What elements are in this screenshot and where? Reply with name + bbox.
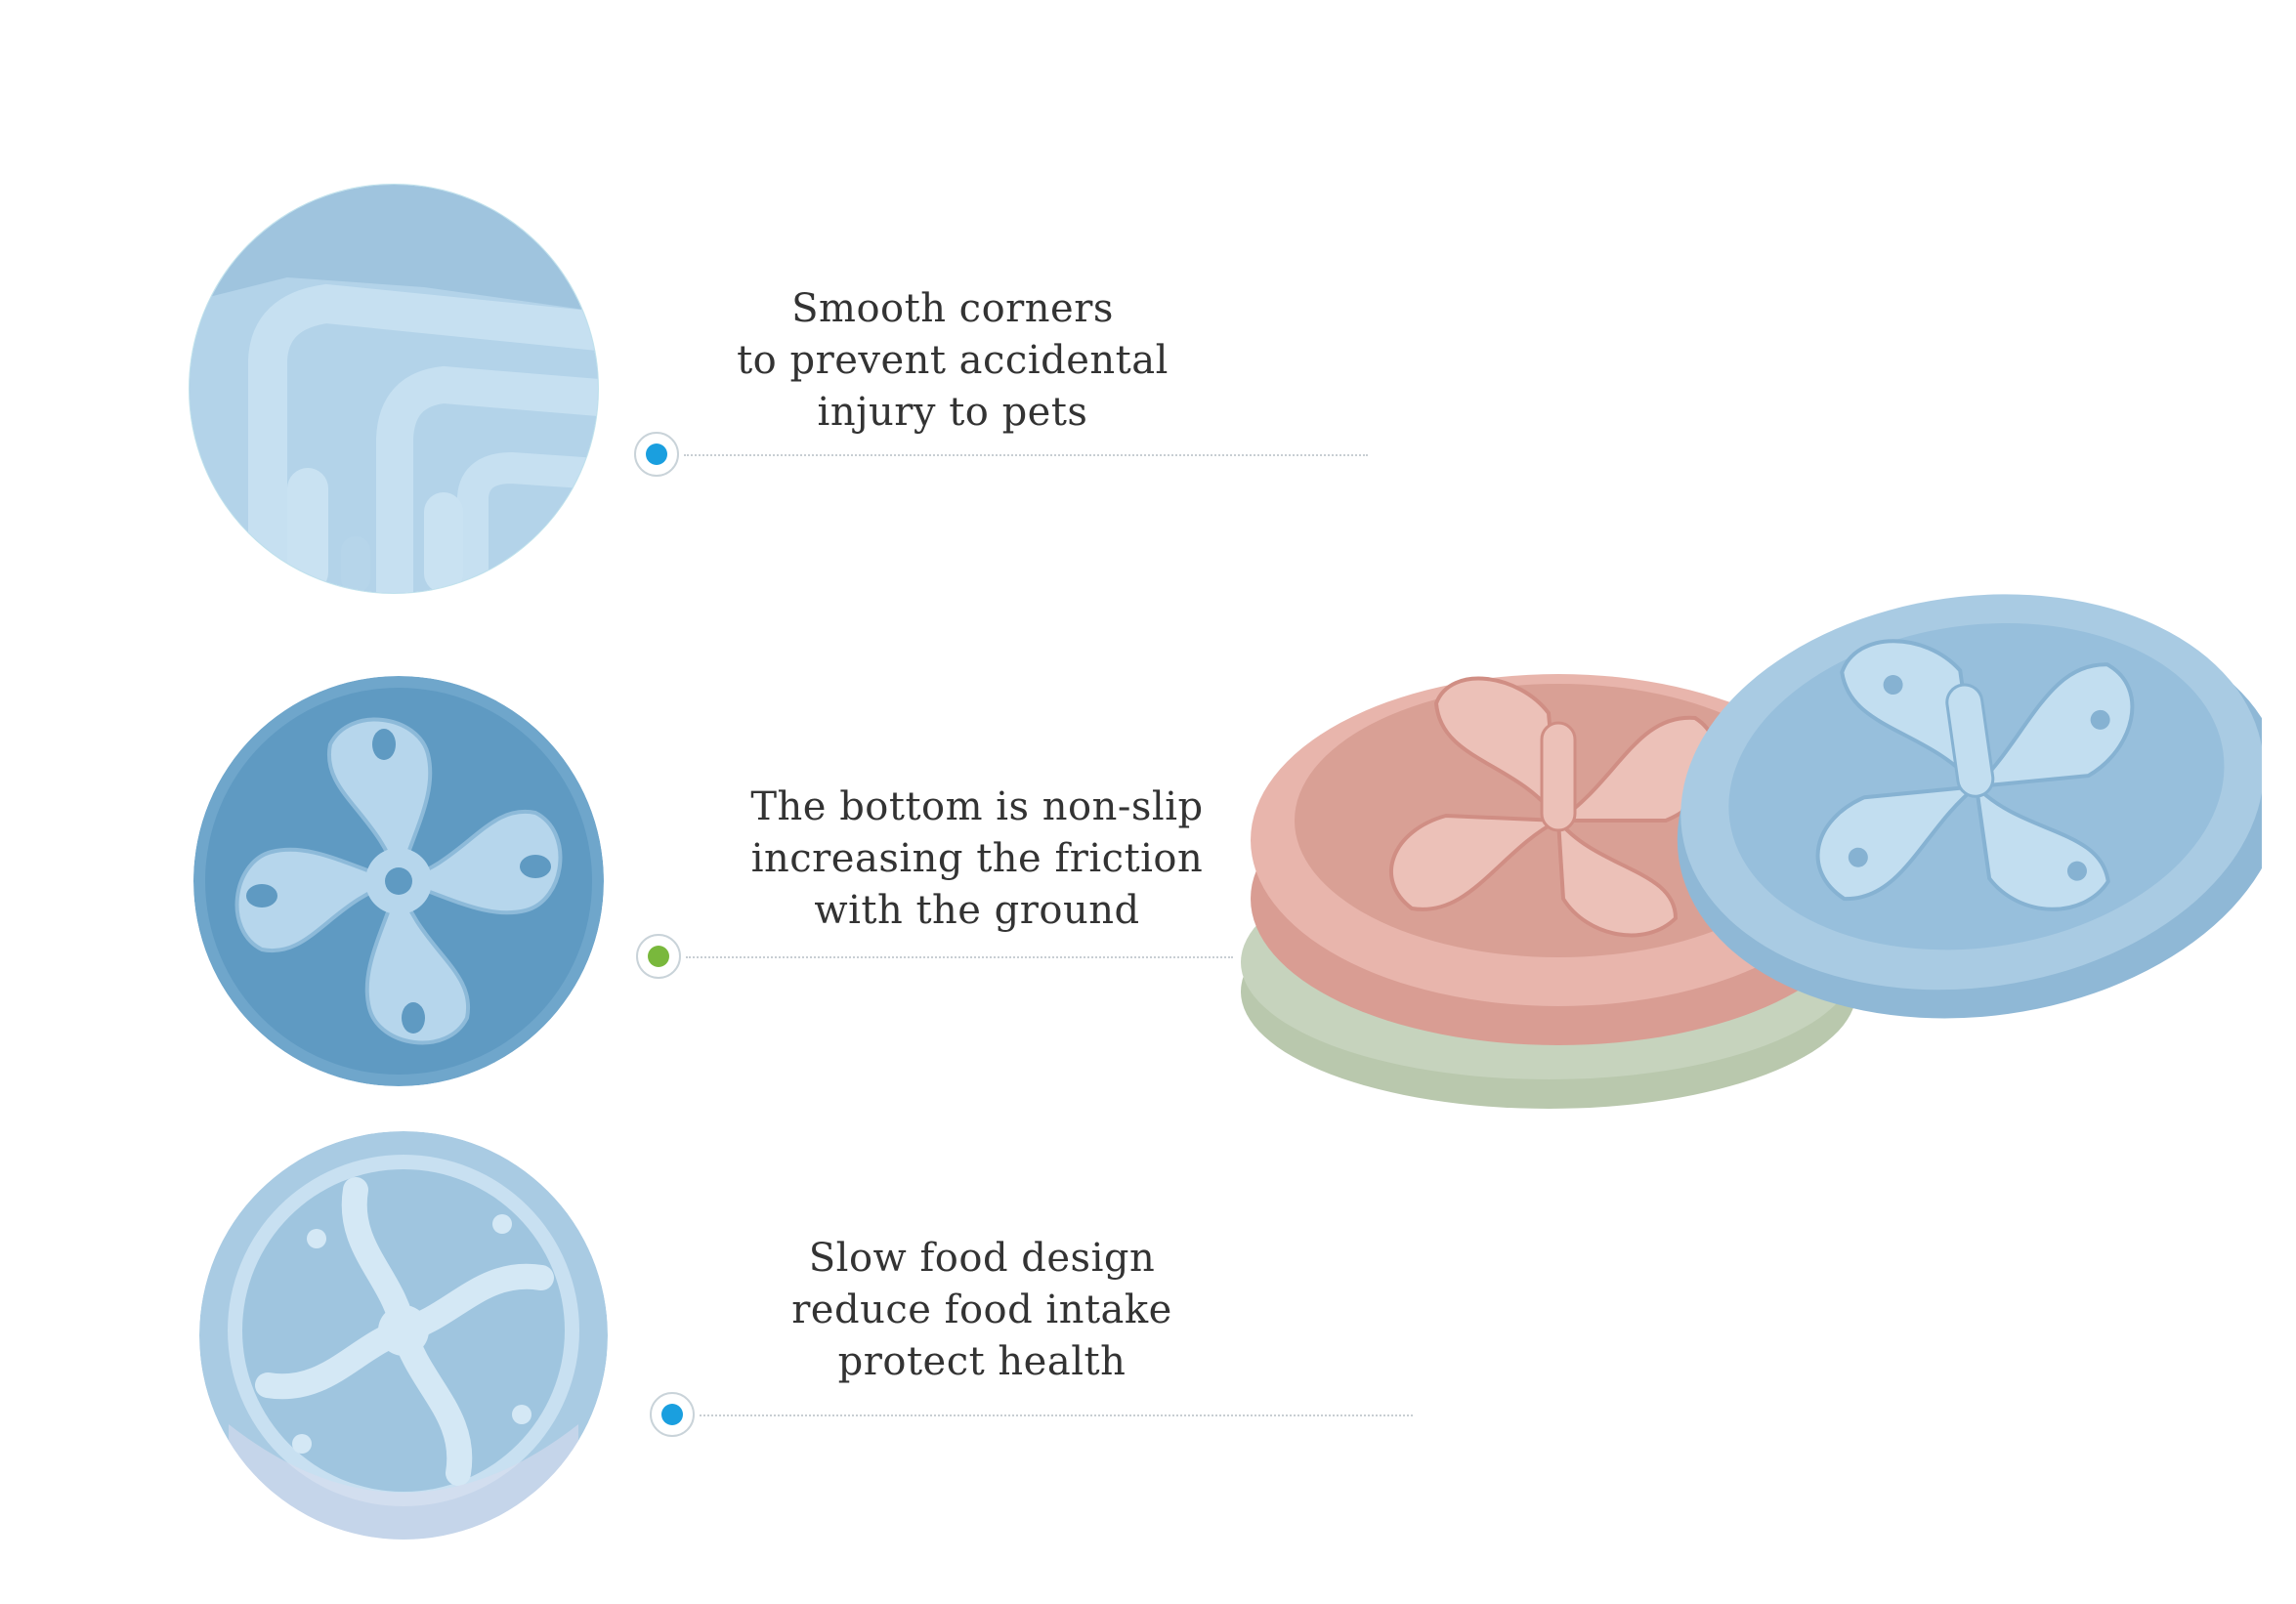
caption-line: Slow food design xyxy=(808,1236,1156,1281)
bowl-top-icon xyxy=(199,1131,608,1540)
detail-thumb-bottom xyxy=(193,676,604,1086)
caption-line: to prevent accidental xyxy=(737,338,1169,383)
stacked-bowls-icon xyxy=(1241,594,2262,1109)
feature-caption-slow-feed: Slow food design reduce food intake prot… xyxy=(762,1233,1202,1388)
caption-line: injury to pets xyxy=(817,390,1088,435)
caption-line: The bottom is non-slip xyxy=(750,784,1204,829)
leader-line xyxy=(686,956,1233,958)
detail-thumb-corners xyxy=(189,184,599,594)
leader-line xyxy=(700,1414,1413,1416)
leader-line xyxy=(684,454,1368,456)
bullet-dot-icon xyxy=(634,432,679,477)
feature-caption-bottom: The bottom is non-slip increasing the fr… xyxy=(738,781,1216,937)
feature-caption-corners: Smooth corners to prevent accidental inj… xyxy=(723,283,1182,439)
bullet-dot-icon xyxy=(650,1392,695,1437)
caption-line: with the ground xyxy=(814,888,1140,933)
caption-line: increasing the friction xyxy=(750,836,1204,881)
bullet-dot-icon xyxy=(636,934,681,979)
caption-line: Smooth corners xyxy=(791,286,1114,331)
caption-line: reduce food intake xyxy=(791,1287,1172,1332)
detail-thumb-top xyxy=(199,1131,608,1540)
caption-line: protect health xyxy=(837,1339,1127,1384)
corner-detail-icon xyxy=(190,185,598,593)
bowl-bottom-icon xyxy=(193,676,604,1086)
